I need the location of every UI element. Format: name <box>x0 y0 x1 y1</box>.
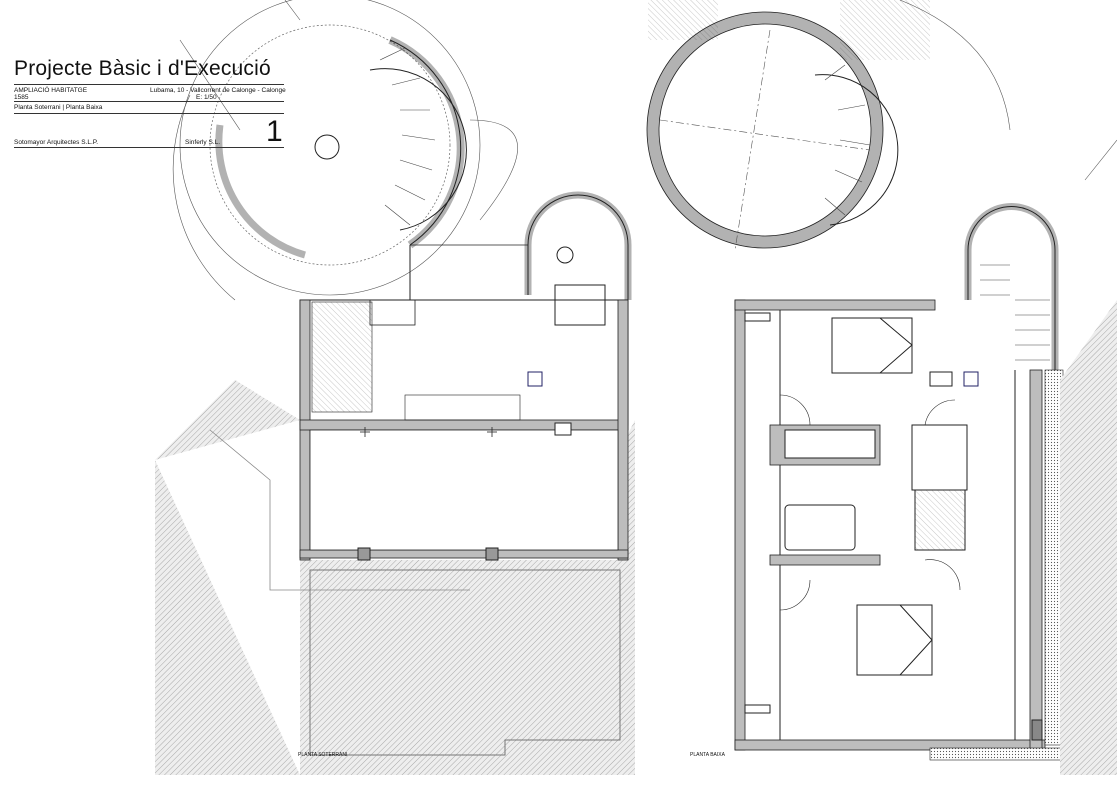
basement-plan <box>155 0 635 775</box>
plan-label-ground-floor: PLANTA BAIXA <box>690 752 725 758</box>
project-number: 1585 <box>14 94 29 101</box>
bed <box>831 317 933 676</box>
project-address: Lubama, 10 - Vallcorrent de Calonge - Ca… <box>150 87 286 94</box>
drawing-scale: E: 1/50 <box>196 94 217 101</box>
sheet-number: 1 <box>266 115 283 148</box>
title-divider <box>14 147 284 148</box>
project-name: AMPLIACIÓ HABITATGE <box>14 87 88 94</box>
plan-label-basement: PLANTA SOTERRANI <box>298 752 348 758</box>
title-divider <box>14 84 284 85</box>
sheet-contents: Planta Soterrani | Planta Baixa <box>14 104 103 111</box>
title-divider <box>14 101 284 102</box>
architect-name: Sotomayor Arquitectes S.L.P. <box>14 139 99 146</box>
client-name: Sinferly S.L. <box>185 139 221 146</box>
project-title: Projecte Bàsic i d'Execució <box>14 57 271 80</box>
title-divider <box>14 113 284 114</box>
ground-floor-plan <box>646 0 1117 775</box>
